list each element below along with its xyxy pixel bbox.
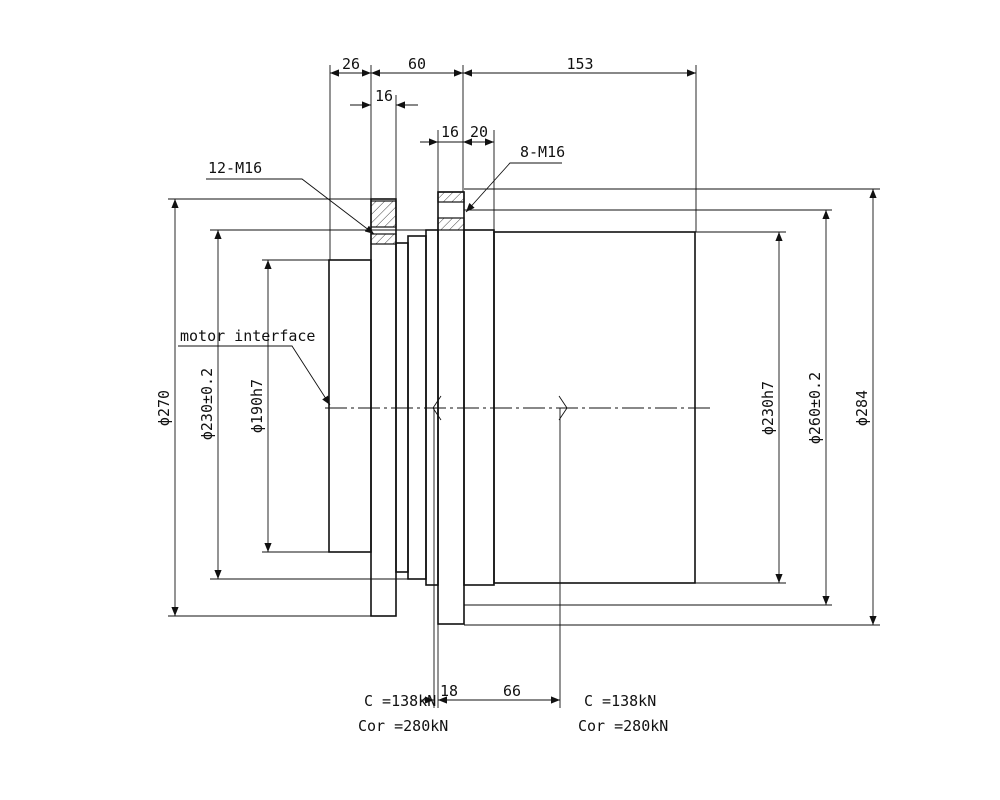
dim-16-flange: 16 — [375, 87, 393, 105]
dia-260-tol: ϕ260±0.2 — [806, 372, 824, 444]
leader-lines — [178, 162, 562, 406]
dim-153: 153 — [566, 55, 593, 73]
rating-left-c: C =138kN — [364, 692, 436, 710]
left-flange — [370, 198, 397, 617]
motor-spigot — [328, 259, 372, 553]
dimension-labels: 26 60 153 16 16 20 18 66 12-M16 8-M16 mo… — [155, 55, 871, 735]
callout-motor-interface: motor interface — [180, 327, 315, 345]
hub-step — [463, 229, 495, 586]
dim-60: 60 — [408, 55, 426, 73]
right-bolt-section-top — [437, 191, 465, 203]
hub-body — [493, 231, 696, 584]
right-bolt-section-mid — [437, 217, 465, 231]
bearing-mark-right — [558, 395, 568, 421]
callout-8-m16: 8-M16 — [520, 143, 565, 161]
dim-20: 20 — [470, 123, 488, 141]
dim-18: 18 — [440, 682, 458, 700]
part-outline — [325, 191, 710, 708]
dim-66: 66 — [503, 682, 521, 700]
dia-284: ϕ284 — [853, 390, 871, 426]
dia-190h7: ϕ190h7 — [248, 379, 266, 433]
left-bolt-section-bottom — [370, 233, 397, 245]
neck-2 — [407, 235, 427, 580]
dim-26: 26 — [342, 55, 360, 73]
rating-right-cor: Cor =280kN — [578, 717, 668, 735]
left-bolt-section-top — [370, 200, 397, 228]
rating-right-c: C =138kN — [584, 692, 656, 710]
extension-lines — [168, 65, 880, 708]
bearing-mark-left — [432, 395, 442, 421]
dia-230h7: ϕ230h7 — [759, 381, 777, 435]
dimension-lines — [171, 69, 877, 704]
dia-230-tol: ϕ230±0.2 — [198, 368, 216, 440]
dia-270: ϕ270 — [155, 390, 173, 426]
neck-1 — [395, 242, 409, 573]
neck-3 — [425, 229, 439, 586]
rating-left-cor: Cor =280kN — [358, 717, 448, 735]
callout-12-m16: 12-M16 — [208, 159, 262, 177]
dim-16-neck: 16 — [441, 123, 459, 141]
